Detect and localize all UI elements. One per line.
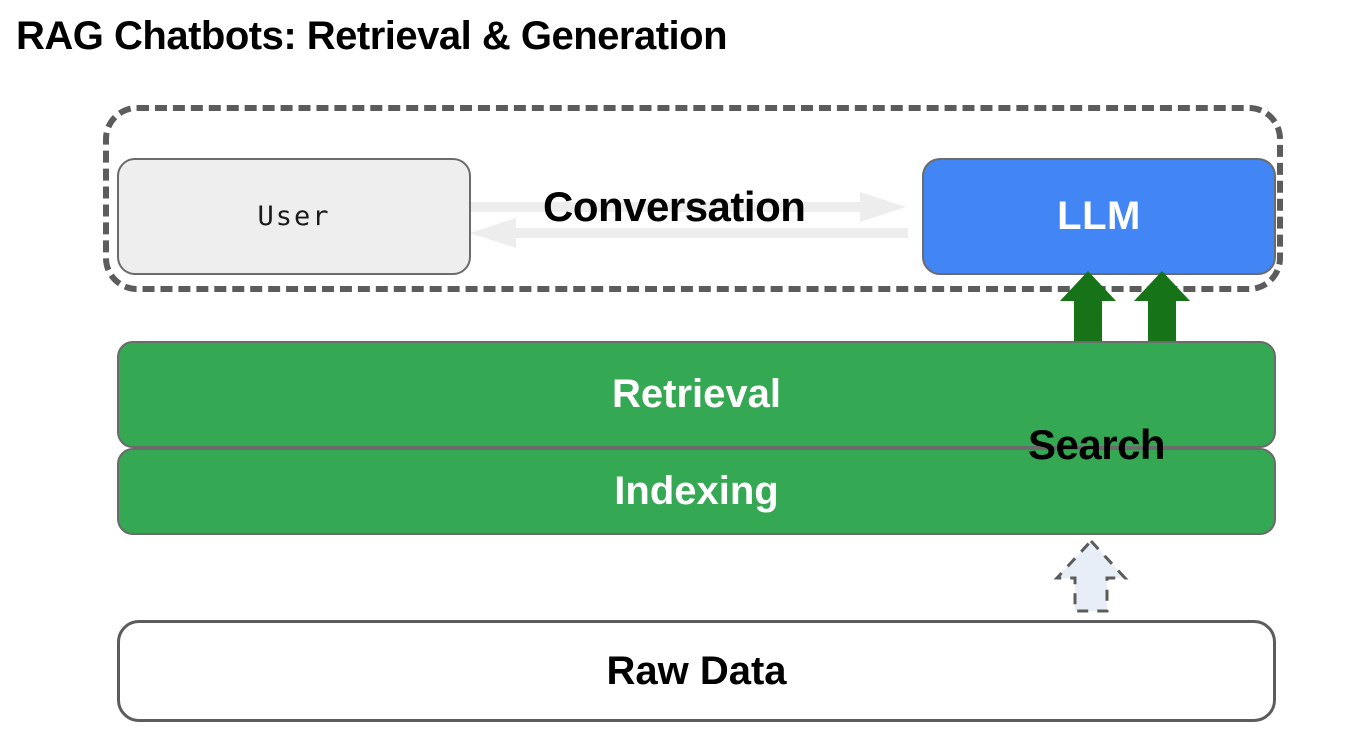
node-raw-data-label: Raw Data [606,648,787,693]
conversation-edge-label: Conversation [543,183,806,230]
green-up-arrow-icon-right [1134,271,1190,343]
arrow-llm-to-user [470,218,908,248]
node-user-label: User [257,201,331,232]
bar-indexing-label: Indexing [614,469,779,513]
bar-retrieval[interactable]: Retrieval [117,341,1276,448]
conversation-group-container [103,105,1283,292]
bar-indexing[interactable]: Indexing [117,448,1276,535]
retrieval-to-llm-arrows [1060,271,1190,343]
conversation-arrows [468,192,908,248]
arrow-user-to-llm [468,192,906,222]
node-llm-label: LLM [1057,194,1141,238]
node-user[interactable]: User [117,158,471,275]
search-connector-label: Search [1028,421,1166,468]
node-llm[interactable]: LLM [922,158,1276,275]
rawdata-to-indexing-arrow [1053,538,1129,613]
bar-retrieval-label: Retrieval [612,372,781,416]
page-title: RAG Chatbots: Retrieval & Generation [16,14,728,58]
node-raw-data[interactable]: Raw Data [117,620,1276,722]
green-up-arrow-icon-left [1060,271,1116,343]
